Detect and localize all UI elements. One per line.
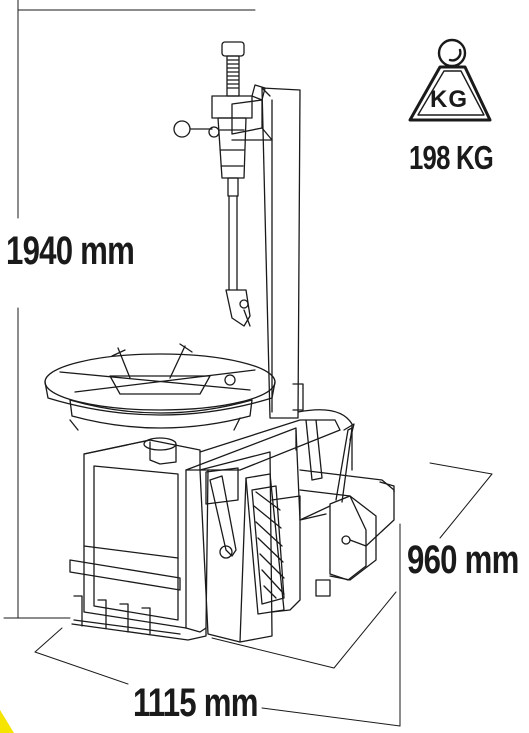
- accent-corner: [0, 710, 14, 733]
- weight-icon: [408, 38, 492, 122]
- weight-label: 198 KG: [409, 139, 494, 176]
- height-label: 1940 mm: [6, 229, 135, 273]
- height-dimension-line: [3, 0, 256, 619]
- width-label: 1115 mm: [133, 681, 258, 725]
- side-panel: [199, 451, 285, 643]
- depth-dimension-line: [211, 462, 493, 669]
- machine-column: [231, 84, 304, 419]
- depth-label: 960 mm: [407, 538, 519, 582]
- width-dimension-line: [34, 523, 401, 727]
- machine-base: [69, 419, 341, 641]
- bead-breaker-assembly: [271, 409, 395, 613]
- weight-unit-badge: KG: [430, 86, 468, 113]
- turntable: [44, 343, 276, 431]
- mounting-shaft: [173, 41, 253, 327]
